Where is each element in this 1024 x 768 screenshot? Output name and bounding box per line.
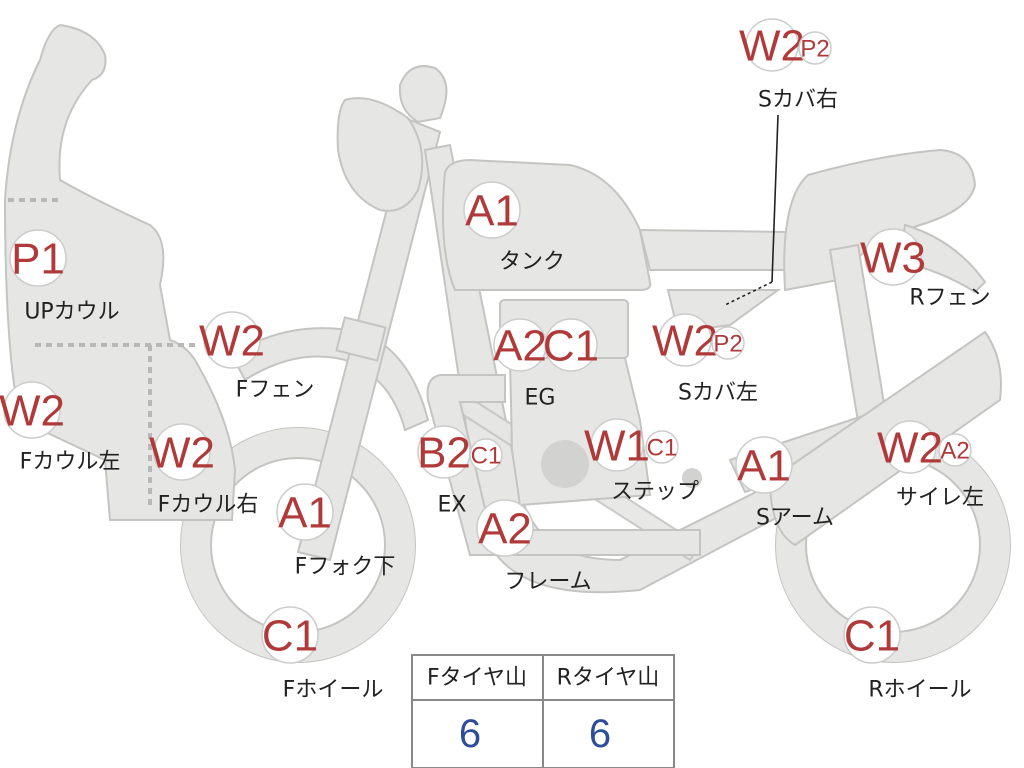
- code-badge: [463, 181, 521, 239]
- part-code: A1: [465, 187, 519, 236]
- code-badge: [469, 438, 503, 472]
- code-badge: [711, 326, 745, 360]
- part-code: C1: [844, 612, 900, 661]
- code-badge: [658, 313, 712, 367]
- part-code: P1: [11, 235, 65, 284]
- engine-cover: [541, 440, 589, 488]
- front-tire-tread-value: 6: [459, 712, 481, 756]
- part-code: W2: [652, 317, 718, 366]
- code-badge: [645, 430, 679, 464]
- part-label: Sカバ右: [758, 88, 838, 113]
- tire-tread-table: Fタイヤ山 Rタイヤ山 6 6: [411, 654, 675, 768]
- part-code: W1: [584, 422, 650, 471]
- code-badge: [590, 418, 644, 472]
- code-badge: [798, 31, 832, 65]
- code-badge: [476, 499, 534, 557]
- part-code: C1: [262, 612, 318, 661]
- part-code: P2: [800, 36, 829, 63]
- s-cover-right-leader: [771, 114, 779, 283]
- code-badge: [735, 436, 793, 494]
- code-badge: [3, 381, 61, 439]
- part-label: Fホイール: [283, 678, 384, 703]
- fork-lower-cover: [335, 316, 387, 362]
- part-code: W2: [739, 22, 805, 71]
- part-label: Rホイール: [868, 678, 971, 703]
- part-code: W3: [860, 234, 926, 283]
- code-badge: [9, 229, 67, 287]
- part-code: C1: [471, 443, 502, 470]
- code-badge: [745, 18, 799, 72]
- side-cover-shape: [638, 228, 802, 271]
- code-badge: [153, 423, 211, 481]
- headlight-shape: [336, 97, 424, 212]
- engine-bolt: [682, 468, 702, 488]
- part-label: Rフェン: [909, 286, 990, 311]
- fairing-shape: [3, 23, 237, 521]
- part-label: サイレ左: [896, 486, 984, 511]
- part-label: EX: [438, 493, 467, 518]
- part-code: A2: [940, 438, 969, 465]
- exhaust-shape: [426, 374, 701, 556]
- front-tire-tread-header: Fタイヤ山: [427, 666, 527, 691]
- part-code: C1: [647, 435, 678, 462]
- code-badge: [261, 606, 319, 664]
- part-code: A2: [493, 322, 547, 371]
- part-code: W2: [199, 317, 265, 366]
- code-badge: [883, 420, 937, 474]
- part-code: P2: [713, 331, 742, 358]
- code-badge: [938, 433, 972, 467]
- part-label: Fフォク下: [295, 555, 396, 580]
- part-label: Sアーム: [756, 506, 834, 531]
- part-label: Fカウル左: [20, 450, 121, 475]
- part-label: Fフェン: [236, 378, 315, 403]
- rear-tire-tread-header: Rタイヤ山: [557, 666, 660, 691]
- code-badge: [864, 228, 922, 286]
- part-code: W2: [0, 387, 65, 436]
- part-code: B2: [417, 429, 471, 478]
- part-label: Sカバ左: [678, 381, 758, 406]
- part-code: W2: [877, 424, 943, 473]
- code-badge: [276, 483, 334, 541]
- mirror-shape: [398, 65, 448, 124]
- code-badge: [843, 606, 901, 664]
- part-label: タンク: [499, 250, 565, 275]
- part-label: Fカウル右: [158, 493, 259, 518]
- part-label: ステップ: [611, 480, 699, 505]
- rear-tire-tread-value: 6: [589, 712, 611, 756]
- part-code: A1: [737, 442, 791, 491]
- part-label: EG: [525, 386, 556, 411]
- part-label: UPカウル: [24, 300, 119, 325]
- code-badge: [203, 311, 261, 369]
- part-code: W2: [149, 429, 215, 478]
- s-cover-right-leader-dash: [724, 281, 773, 306]
- part-code: A1: [278, 489, 332, 538]
- part-marker-tank: A1 タンク: [463, 181, 565, 275]
- part-label: フレーム: [504, 570, 591, 595]
- part-code: C1: [543, 322, 599, 371]
- code-badge: [544, 318, 598, 372]
- part-marker-frame: A2 フレーム: [476, 499, 592, 595]
- part-code: A2: [478, 505, 532, 554]
